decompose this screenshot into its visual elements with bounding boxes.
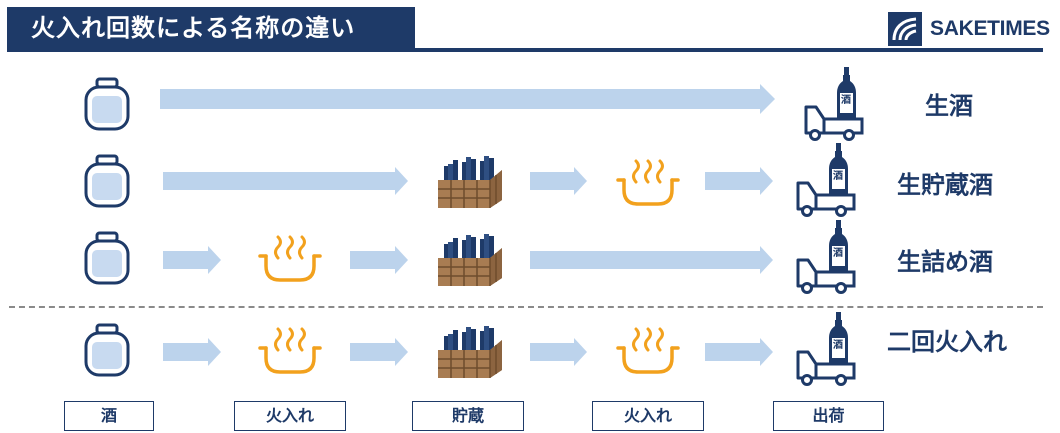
logo-text: SAKETIMES	[930, 17, 1050, 40]
delivery-truck-icon: 酒	[796, 310, 856, 386]
sake-jar-icon	[84, 154, 130, 208]
row-label-namachozo: 生貯蔵酒	[897, 171, 993, 199]
flow-arrow	[160, 84, 775, 114]
storage-crate-icon	[437, 233, 503, 287]
storage-crate-icon	[437, 325, 503, 379]
stage-label-storage: 貯蔵	[412, 401, 524, 431]
section-divider	[9, 306, 1043, 308]
saketimes-logo-icon	[888, 12, 922, 46]
flow-arrow	[705, 167, 773, 195]
title-underline	[7, 48, 1043, 52]
flow-arrow	[705, 338, 773, 366]
flow-arrow	[163, 338, 221, 366]
saketimes-logo: SAKETIMES	[888, 12, 1050, 46]
stage-label-sake: 酒	[64, 401, 154, 431]
stage-label-shipping: 出荷	[773, 401, 884, 431]
bottle-label: 酒	[833, 169, 843, 182]
heating-pot-icon	[258, 327, 322, 374]
delivery-truck-icon: 酒	[804, 65, 864, 141]
row-nikai-hiire: 酒	[84, 310, 856, 386]
storage-crate-icon	[437, 155, 503, 209]
flow-arrow	[350, 338, 408, 366]
row-namachozo: 酒	[84, 141, 856, 217]
flow-arrow	[350, 246, 408, 274]
sake-jar-icon	[84, 231, 130, 285]
flow-arrow	[530, 338, 587, 366]
row-label-namazume: 生詰め酒	[897, 248, 993, 276]
bottle-label: 酒	[841, 93, 851, 106]
delivery-truck-icon: 酒	[796, 218, 856, 294]
row-label-nikai-hiire: 二回火入れ	[887, 328, 1007, 356]
bottle-label: 酒	[833, 338, 843, 351]
row-namazume: 酒	[84, 218, 856, 294]
sake-jar-icon	[84, 323, 130, 377]
flow-arrow	[530, 167, 587, 195]
stage-label-hiire-2: 火入れ	[592, 401, 704, 431]
heating-pot-icon	[258, 235, 322, 282]
flow-arrow	[163, 167, 408, 195]
delivery-truck-icon: 酒	[796, 141, 856, 217]
row-namazake: 酒	[84, 65, 864, 141]
heating-pot-icon	[616, 327, 680, 374]
flow-arrow	[163, 246, 221, 274]
flow-arrow	[530, 246, 773, 274]
heating-pot-icon	[616, 159, 680, 206]
bottle-label: 酒	[833, 246, 843, 259]
row-label-namazake: 生酒	[925, 92, 973, 120]
stage-label-hiire-1: 火入れ	[234, 401, 346, 431]
sake-jar-icon	[84, 77, 130, 131]
page-title: 火入れ回数による名称の違い	[7, 7, 415, 50]
